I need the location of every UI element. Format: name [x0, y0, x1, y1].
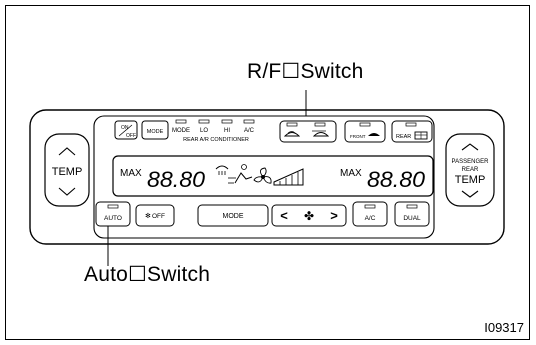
lcd-display: MAX 88.80 MAX 88.80 — [112, 155, 434, 197]
fan-small-icon: ✻ — [145, 212, 151, 220]
right-max-label: MAX — [340, 168, 362, 179]
windshield-defrost-icon — [368, 133, 380, 136]
indicator-label-lo: LO — [200, 128, 208, 134]
top-mode-button[interactable]: MODE — [141, 120, 169, 140]
left-temp-label: TEMP — [52, 166, 83, 178]
auto-button[interactable]: AUTO — [95, 201, 131, 227]
on-off-button[interactable]: ON OFF — [114, 120, 138, 140]
fan-speed-button[interactable]: < ✤ > — [271, 204, 347, 227]
panel-body — [29, 109, 505, 245]
airflow-person-icon — [228, 164, 253, 184]
passenger-label: PASSENGER — [452, 159, 490, 165]
svg-text:DUAL: DUAL — [403, 215, 421, 222]
chevron-down-icon — [58, 187, 76, 196]
fan-up-arrow-icon: > — [330, 208, 338, 223]
rf-switch-callout: R/F☐Switch — [247, 60, 364, 83]
fan-down-arrow-icon: < — [280, 208, 288, 223]
front-defrost-button[interactable]: FRONT — [344, 120, 386, 143]
auto-switch-callout: Auto☐Switch — [84, 263, 211, 286]
indicator-label-hi: HI — [224, 128, 230, 134]
left-temp-rocker[interactable]: TEMP — [44, 133, 90, 207]
right-temp-rocker[interactable]: PASSENGER REAR TEMP — [445, 133, 495, 207]
rear-label: REAR — [462, 167, 479, 173]
fan-icon — [253, 167, 272, 184]
figure-id: I09317 — [484, 320, 524, 335]
defrost-icon — [215, 165, 229, 175]
svg-text:A/C: A/C — [365, 215, 376, 222]
right-temp-digits: 88.80 — [367, 167, 426, 192]
fan-icon: ✤ — [304, 209, 314, 223]
chevron-up-icon — [58, 147, 76, 156]
svg-text:MODE: MODE — [147, 129, 164, 135]
chevron-down-icon — [461, 190, 479, 198]
fan-speed-bars-icon — [273, 168, 304, 186]
svg-text:OFF: OFF — [152, 213, 165, 220]
recirculate-icon — [283, 131, 301, 137]
ac-button[interactable]: A/C — [352, 201, 388, 227]
panel-center-bezel — [93, 115, 435, 239]
svg-text:AUTO: AUTO — [104, 215, 122, 222]
svg-text:MODE: MODE — [223, 213, 244, 220]
svg-text:OFF: OFF — [126, 133, 136, 139]
indicator-sublabel: REAR A/R CONDITIONER — [183, 137, 249, 143]
indicator-label-mode: MODE — [172, 128, 190, 134]
svg-text:FRONT: FRONT — [350, 134, 366, 139]
left-temp-digits: 88.80 — [147, 167, 206, 192]
dual-button[interactable]: DUAL — [394, 201, 430, 227]
left-max-label: MAX — [120, 168, 142, 179]
figure-frame — [5, 5, 530, 340]
fan-off-button[interactable]: ✻ OFF — [135, 204, 175, 227]
rear-defrost-button[interactable]: REAR — [391, 120, 433, 143]
rf-switch[interactable] — [279, 120, 337, 143]
bottom-mode-button[interactable]: MODE — [197, 204, 269, 227]
svg-text:ON: ON — [121, 125, 129, 131]
chevron-up-icon — [461, 143, 479, 151]
svg-text:REAR: REAR — [396, 134, 411, 140]
indicator-group: MODE LO HI A/C REAR A/R CONDITIONER — [172, 119, 255, 143]
fresh-air-icon — [312, 130, 330, 137]
indicator-label-ac: A/C — [244, 128, 255, 134]
right-temp-label: TEMP — [455, 174, 486, 186]
